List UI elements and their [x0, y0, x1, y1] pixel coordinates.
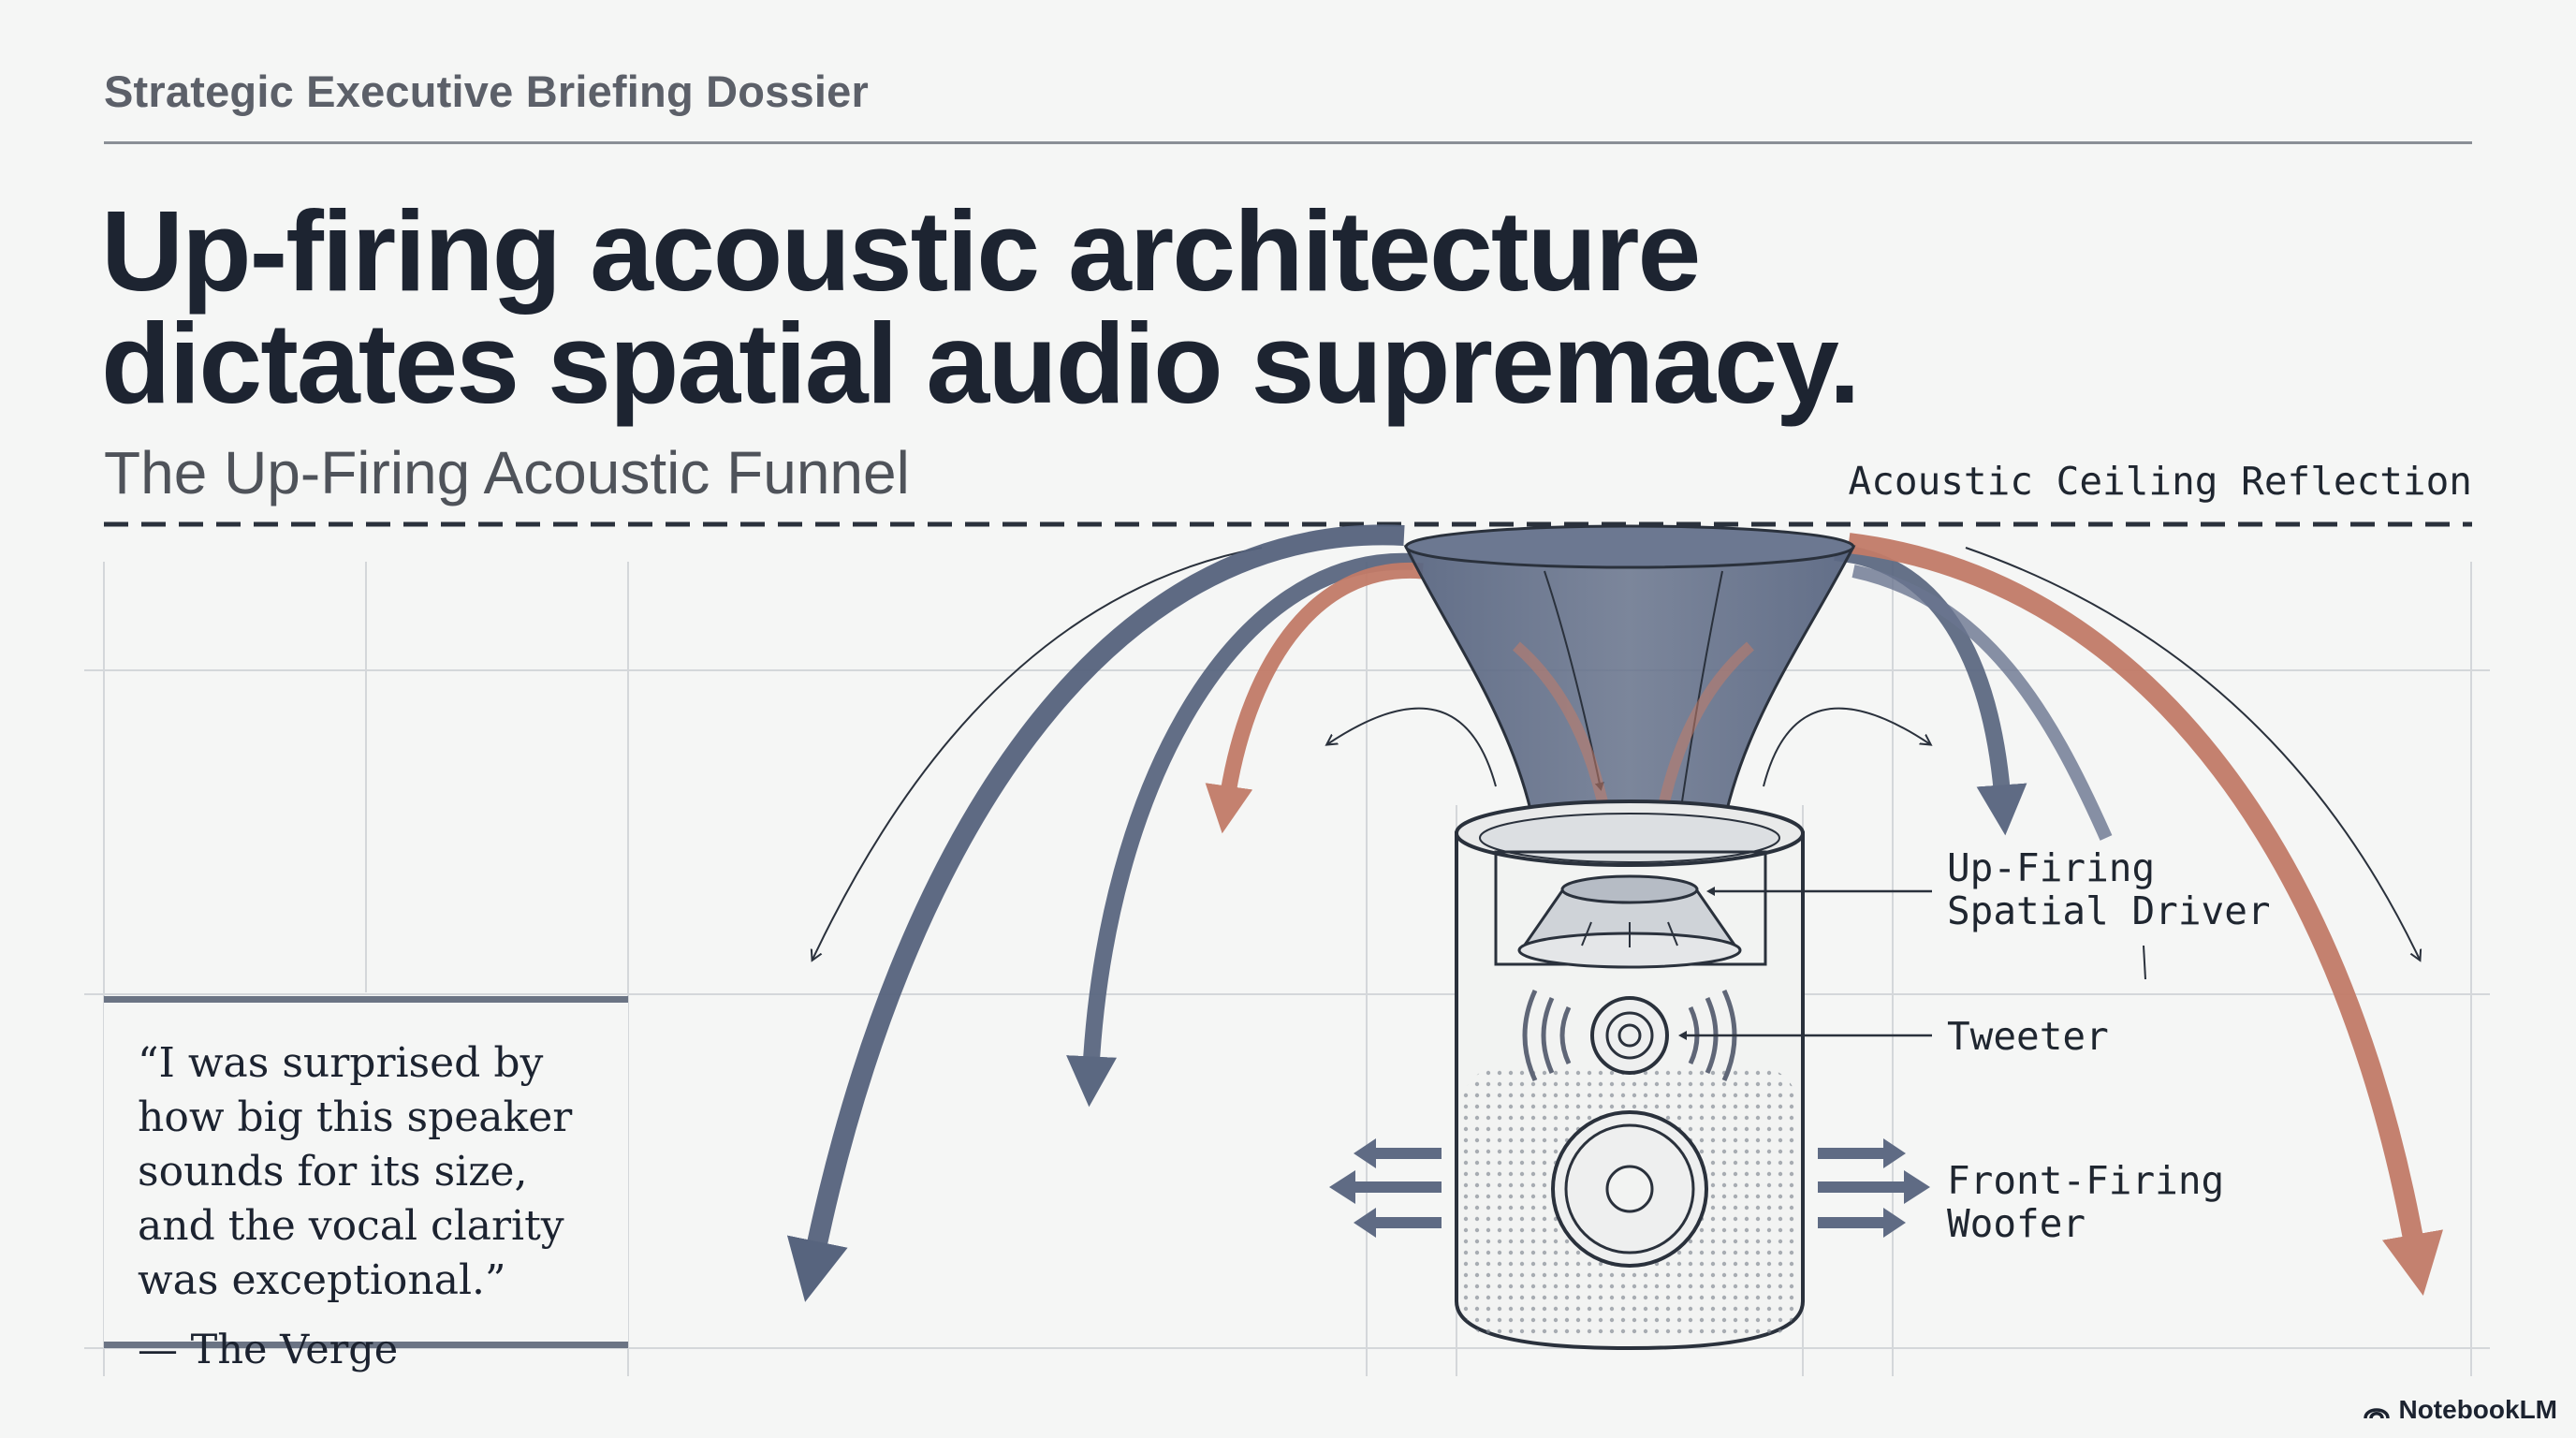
- tweeter-dome: [1590, 996, 1669, 1075]
- wave-arrow-right-back: [1852, 565, 2113, 841]
- headline-line-1: Up-firing acoustic architecture: [101, 187, 1701, 315]
- wave-arrow-right-medium: [1834, 544, 2027, 836]
- small-arc-left: [1327, 707, 1497, 787]
- diagram-subtitle: The Up-Firing Acoustic Funnel: [104, 439, 910, 506]
- quote-text: “I was surprised by how big this speaker…: [138, 1039, 573, 1304]
- smart-speaker: [1455, 800, 1805, 1351]
- small-arc-right: [1763, 707, 1930, 787]
- notebooklm-logo-icon: [2364, 1408, 2391, 1419]
- press-quote: “I was surprised by how big this speaker…: [104, 996, 628, 1373]
- ceiling-reflection-label: Acoustic Ceiling Reflection: [1848, 459, 2472, 504]
- callout-front-firing-woofer: Front-Firing Woofer: [1947, 1159, 2224, 1245]
- header-divider: [104, 141, 2472, 144]
- page-title: Up-firing acoustic architecture dictates…: [101, 194, 1861, 420]
- quote-source: — The Verge: [138, 1327, 399, 1373]
- woofer-side-arrows: [1329, 1138, 1930, 1238]
- dossier-kicker: Strategic Executive Briefing Dossier: [104, 66, 869, 116]
- wave-arrow-left-large: [786, 524, 1405, 1302]
- outer-arc-left: [812, 547, 1263, 960]
- headline-line-2: dictates spatial audio supremacy.: [101, 300, 1861, 427]
- wave-arrow-left-medium: [1066, 552, 1414, 1108]
- acoustic-funnel: [1403, 524, 1856, 891]
- callout-up-firing-driver: Up-Firing Spatial Driver: [1947, 846, 2271, 932]
- outer-arc-right: [1965, 547, 2420, 960]
- callout-tweeter: Tweeter: [1947, 1014, 2109, 1059]
- callout-driver-line-2: Spatial Driver: [1947, 888, 2271, 933]
- reflection-arrow-left: [1205, 562, 1424, 834]
- callout-woofer-line-2: Woofer: [1947, 1201, 2086, 1246]
- brand-name: NotebookLM: [2398, 1395, 2557, 1424]
- brand-mark: NotebookLM: [2363, 1395, 2557, 1425]
- callout-driver-line-1: Up-Firing: [1947, 845, 2156, 890]
- reflection-arrow-right: [1847, 533, 2443, 1297]
- callout-woofer-line-1: Front-Firing: [1947, 1158, 2225, 1203]
